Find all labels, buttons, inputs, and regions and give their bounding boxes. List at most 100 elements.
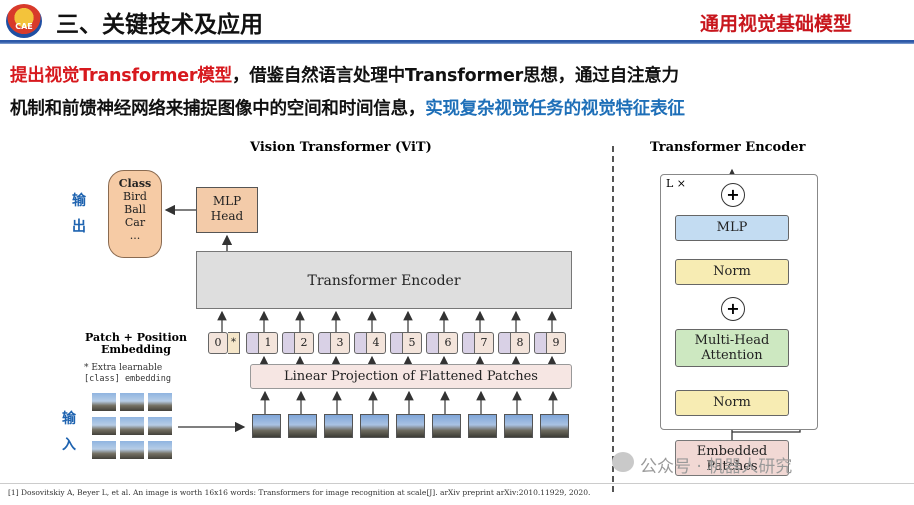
patch-image	[324, 414, 353, 438]
position-chip	[498, 332, 511, 354]
encoder-norm-bottom: Norm	[675, 390, 789, 416]
mlp-head-box: MLP Head	[196, 187, 258, 233]
embedded-line2: Patches	[706, 459, 758, 474]
patch-image	[252, 414, 281, 438]
token-number: 4	[367, 332, 386, 354]
ppe-line2: Embedding	[101, 343, 171, 356]
token-4: 4	[354, 332, 386, 354]
linear-projection-box: Linear Projection of Flattened Patches	[250, 364, 572, 389]
token-7: 7	[462, 332, 494, 354]
class-output-box: Class Bird Ball Car ...	[108, 170, 162, 258]
token-3: 3	[318, 332, 350, 354]
header-bar	[0, 0, 914, 40]
patch-image	[540, 414, 569, 438]
extra-note-line2: [class] embedding	[84, 374, 171, 384]
side-label-input: 输入	[62, 406, 76, 458]
source-image-tile	[148, 441, 172, 459]
embedded-patches-box: Embedded Patches	[675, 440, 789, 476]
token-2: 2	[282, 332, 314, 354]
class-token-marker: *	[228, 332, 240, 354]
class-item-car: Car	[124, 216, 146, 229]
token-5: 5	[390, 332, 422, 354]
intro-highlight-red: 提出视觉Transformer模型	[10, 66, 232, 86]
watermark-text: 公众号 · 机器人研究	[640, 457, 793, 477]
mlp-head-line2: Head	[210, 209, 244, 223]
repeat-label: L ×	[666, 177, 687, 190]
transformer-encoder-box: Transformer Encoder	[196, 251, 572, 309]
token-number: 8	[511, 332, 530, 354]
source-image-tile	[92, 417, 116, 435]
position-chip	[462, 332, 475, 354]
intro-line-2: 机制和前馈神经网络来捕捉图像中的空间和时间信息，实现复杂视觉任务的视觉特征表征	[10, 95, 910, 120]
projection-arrows	[259, 355, 557, 366]
topic-tag: 通用视觉基础模型	[700, 13, 853, 35]
token-0: 0 *	[208, 332, 240, 354]
input-label: 输入	[62, 411, 76, 453]
token-number: 0	[208, 332, 228, 354]
patch-image	[360, 414, 389, 438]
token-number: 9	[547, 332, 566, 354]
encoder-mlp-box: MLP	[675, 215, 789, 241]
source-image-tile	[120, 417, 144, 435]
class-item-ball: Ball	[124, 203, 146, 216]
patch-arrows	[260, 390, 558, 414]
token-9: 9	[534, 332, 566, 354]
patch-image	[396, 414, 425, 438]
side-label-output: 输出	[72, 188, 86, 240]
citation: [1] Dosovitskiy A, Beyer L, et al. An im…	[8, 488, 591, 497]
mha-line1: Multi-Head	[694, 333, 770, 348]
embedded-line1: Embedded	[696, 444, 768, 459]
residual-add-bottom: +	[721, 297, 745, 321]
source-image-tile	[92, 441, 116, 459]
patch-image	[432, 414, 461, 438]
mha-line2: Attention	[701, 348, 763, 363]
position-chip	[426, 332, 439, 354]
patch-position-embedding-label: Patch + Position Embedding	[76, 332, 196, 356]
vit-title: Vision Transformer (ViT)	[250, 140, 432, 155]
position-chip	[390, 332, 403, 354]
class-heading: Class	[118, 177, 152, 190]
header-rule	[0, 40, 914, 44]
encoder-detail-title: Transformer Encoder	[650, 140, 806, 155]
section-title: 三、关键技术及应用	[56, 12, 263, 38]
mlp-head-line1: MLP	[212, 194, 242, 208]
token-1: 1	[246, 332, 278, 354]
token-6: 6	[426, 332, 458, 354]
panel-divider	[612, 146, 614, 492]
patch-image	[468, 414, 497, 438]
wechat-icon	[612, 452, 634, 472]
token-number: 1	[259, 332, 278, 354]
extra-embedding-note: * Extra learnable [class] embedding	[84, 363, 171, 385]
footer-rule	[0, 483, 914, 484]
patch-image	[288, 414, 317, 438]
token-8: 8	[498, 332, 530, 354]
token-number: 3	[331, 332, 350, 354]
encoder-norm-top: Norm	[675, 259, 789, 285]
patch-image	[504, 414, 533, 438]
class-item-ellipsis: ...	[129, 229, 141, 242]
ppe-line1: Patch + Position	[84, 331, 188, 344]
intro-highlight-blue: 实现复杂视觉任务的视觉特征表征	[425, 99, 685, 119]
multi-head-attention-box: Multi-Head Attention	[675, 329, 789, 367]
source-image-tile	[120, 441, 144, 459]
token-number: 6	[439, 332, 458, 354]
output-label: 输出	[72, 193, 86, 235]
class-item-bird: Bird	[123, 190, 147, 203]
position-chip	[282, 332, 295, 354]
position-chip	[534, 332, 547, 354]
position-chip	[246, 332, 259, 354]
intro-text-2: 机制和前馈神经网络来捕捉图像中的空间和时间信息，	[10, 99, 426, 119]
token-number: 7	[475, 332, 494, 354]
source-image-tile	[148, 417, 172, 435]
intro-line-1: 提出视觉Transformer模型，借鉴自然语言处理中Transformer思想…	[10, 62, 910, 87]
logo-text: CAE	[15, 22, 33, 31]
residual-add-top: +	[721, 183, 745, 207]
token-arrows	[217, 310, 557, 332]
extra-note-line1: * Extra learnable	[84, 363, 163, 373]
source-image-tile	[120, 393, 144, 411]
cae-logo-icon	[6, 4, 42, 38]
position-chip	[318, 332, 331, 354]
position-chip	[354, 332, 367, 354]
intro-text-1: ，借鉴自然语言处理中Transformer思想，通过自注意力	[231, 66, 679, 86]
token-number: 5	[403, 332, 422, 354]
